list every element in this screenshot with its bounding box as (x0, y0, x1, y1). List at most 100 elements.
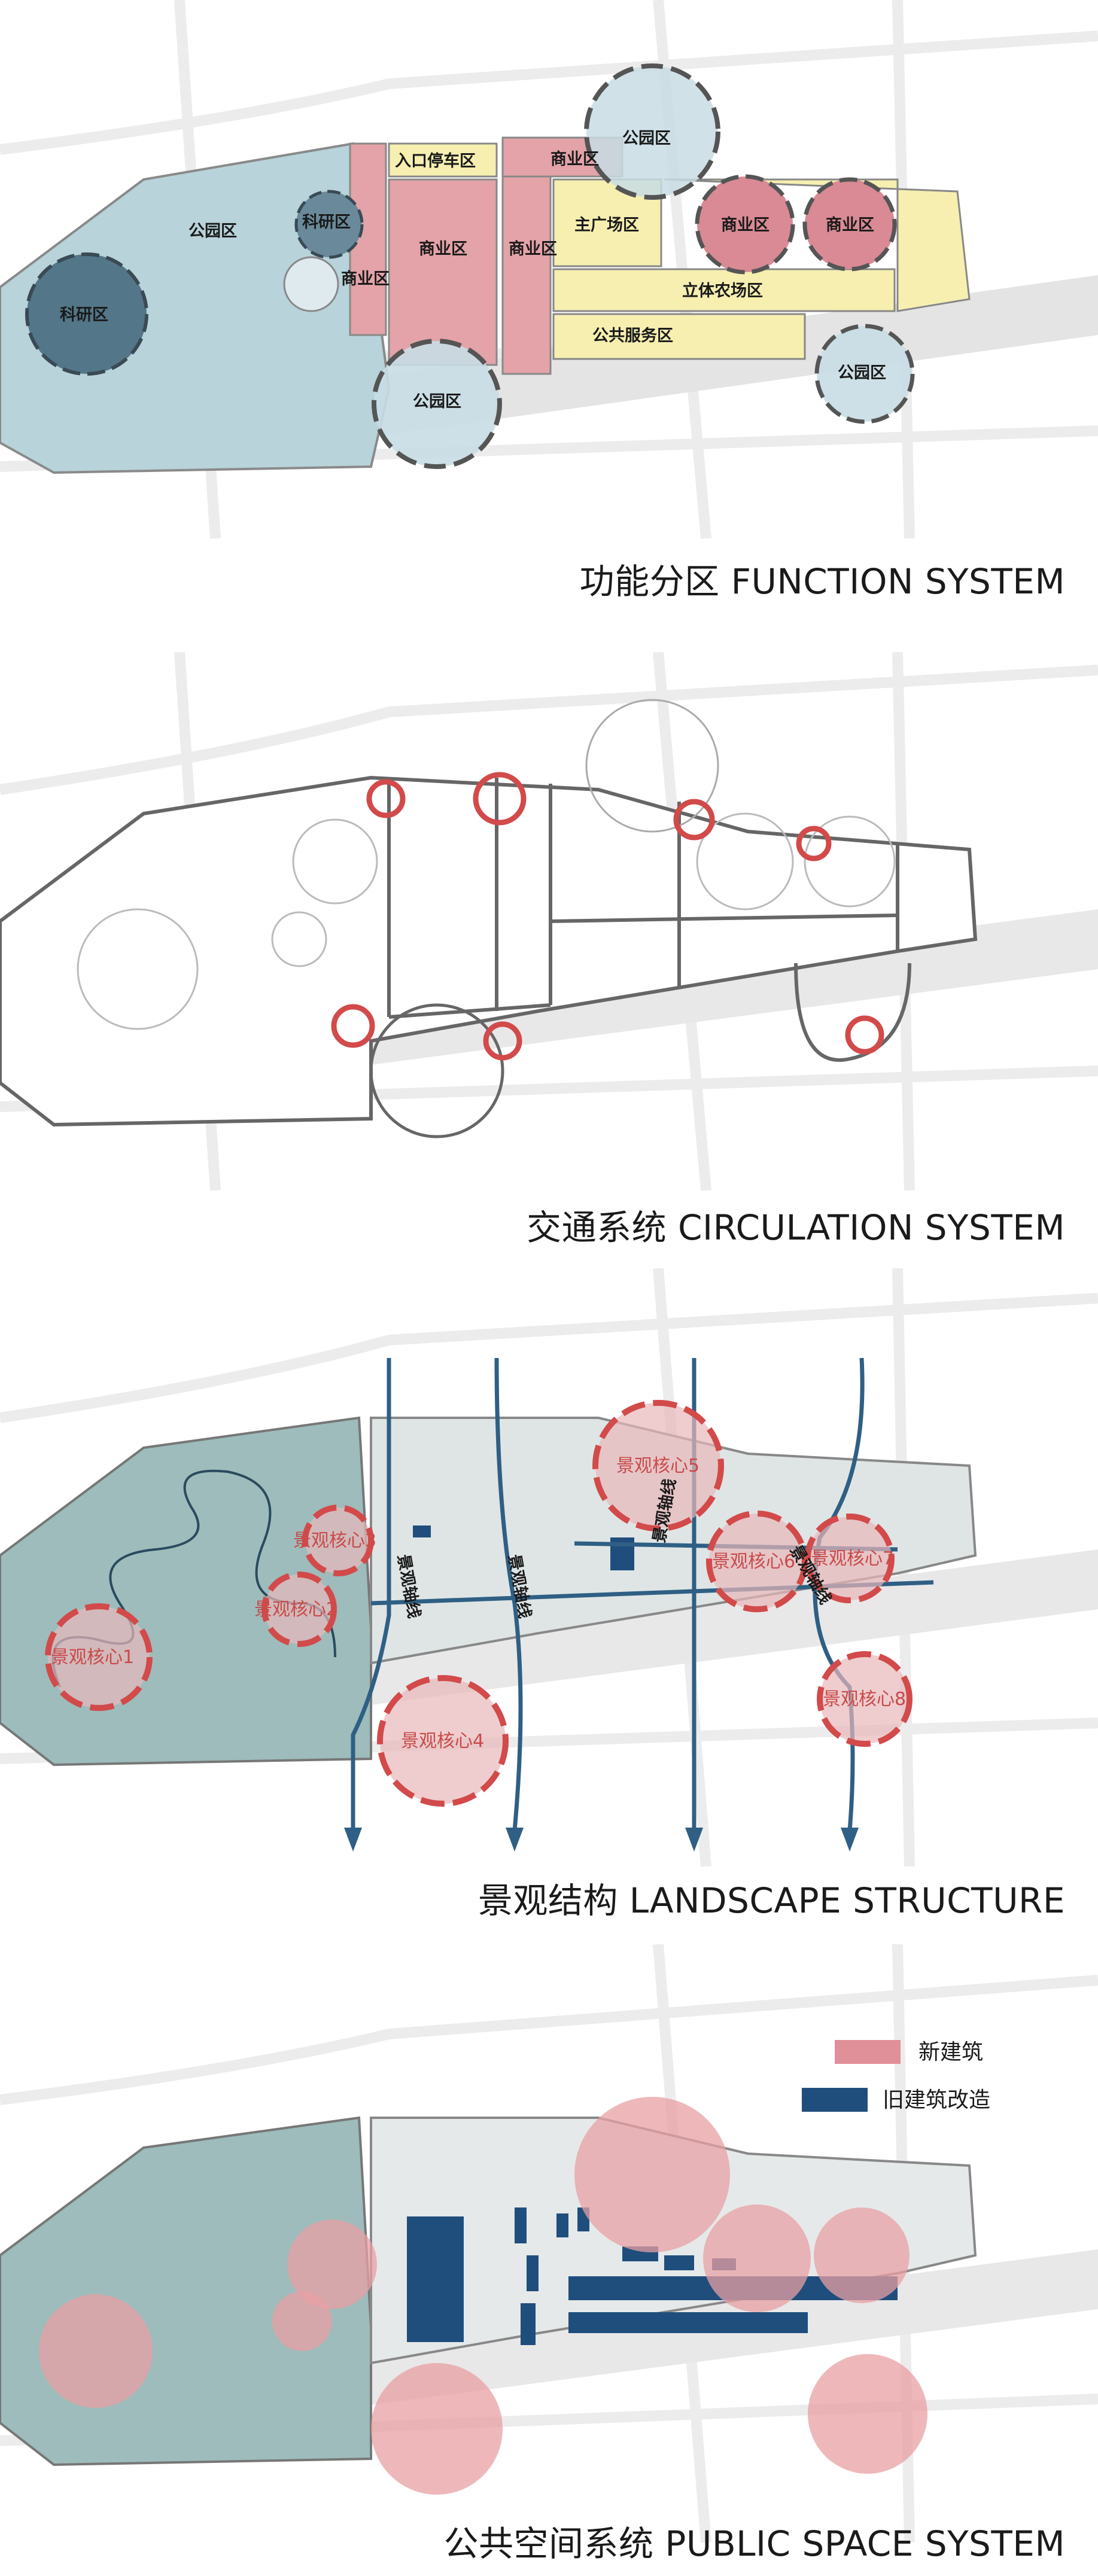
label-core-7: 景观核心7 (811, 1548, 894, 1569)
new-building-circle (287, 2219, 377, 2309)
label-research-main: 科研区 (60, 306, 108, 324)
label-entrance-parking: 入口停车区 (395, 151, 476, 170)
old-building (407, 2216, 464, 2342)
new-building-circle (272, 2291, 332, 2351)
old-building (515, 2207, 527, 2243)
label-commercial-circle1: 商业区 (721, 216, 769, 235)
core-circle-6 (706, 1511, 808, 1612)
core-circle-3 (302, 1505, 374, 1576)
core-circle-8 (817, 1651, 913, 1747)
new-building-circle (808, 2354, 927, 2474)
core-circle-2 (261, 1572, 337, 1647)
label-core-2: 景观核心2 (254, 1599, 337, 1620)
old-building (521, 2303, 536, 2345)
label-core-4: 景观核心4 (401, 1731, 484, 1752)
caption-function-system: 功能分区 FUNCTION SYSTEM (579, 561, 1065, 602)
research-circle-outline (77, 908, 199, 1030)
old-building (664, 2255, 694, 2270)
circulation-system-panel: 交通系统 CIRCULATION SYSTEM (0, 652, 1098, 1268)
axis-arrow (344, 1828, 362, 1852)
commercial-zone-mid (501, 175, 552, 375)
old-building (527, 2255, 539, 2291)
commercial-circle-2 (802, 177, 897, 272)
entrance-marker (673, 799, 715, 841)
landscape-structure-map: 景观核心1 景观核心2 景观核心3 景观核心4 景观核心5 景观核心6 景观核心… (0, 1268, 1098, 1867)
caption-public-space-system: 公共空间系统 PUBLIC SPACE SYSTEM (443, 2523, 1065, 2564)
label-park-main: 公园区 (188, 222, 237, 240)
interior-roads (387, 778, 911, 1062)
new-building-circle (574, 2097, 730, 2252)
axis-arrow (685, 1828, 703, 1852)
label-park-top-circle: 公园区 (622, 129, 671, 148)
entrance-marker (331, 1004, 375, 1048)
vertical-farm-zone (552, 268, 896, 312)
entrance-markers (331, 772, 884, 1061)
label-research-circle: 科研区 (302, 213, 351, 232)
entrance-marker (796, 826, 832, 861)
commercial-zone-center (388, 178, 498, 366)
public-space-map: 新建筑 旧建筑改造 (0, 1944, 1098, 2543)
park-bottom-circle (372, 339, 502, 469)
park-circle-outline (369, 1003, 504, 1138)
label-commercial-small: 商业区 (341, 270, 390, 288)
legend-swatch-old (802, 2088, 868, 2112)
public-space-panel: 新建筑 旧建筑改造 公共空间系统 PUBLIC (0, 1944, 1098, 2576)
core-circle-1 (45, 1603, 153, 1711)
top-circle-outline (585, 699, 719, 833)
legend-label-old: 旧建筑改造 (883, 2088, 990, 2112)
entrance-marker (483, 1021, 522, 1061)
new-building-circle (703, 2204, 811, 2312)
caption-landscape-structure: 景观结构 LANDSCAPE STRUCTURE (477, 1880, 1065, 1921)
axis-arrowheads (344, 1828, 859, 1852)
park-top-circle (584, 63, 720, 200)
legend-swatch-new (835, 2040, 901, 2064)
landscape-cores (45, 1400, 913, 1807)
landscape-axes (351, 1357, 934, 1831)
ring-circle-outline (271, 911, 327, 967)
label-commercial-center: 商业区 (419, 240, 467, 258)
site-outline (0, 775, 978, 1127)
label-core-8: 景观核心8 (823, 1689, 906, 1710)
axis-arrow (506, 1828, 524, 1852)
park-ring-circle (283, 256, 339, 312)
label-commercial-circle2: 商业区 (826, 216, 874, 235)
label-commercial-mid: 商业区 (509, 240, 557, 258)
railway-band (323, 1549, 1098, 1705)
core-circle-7 (805, 1514, 895, 1603)
park-right-circle (814, 324, 915, 424)
legend-label-new: 新建筑 (918, 2040, 983, 2065)
new-building-circle (39, 2294, 153, 2408)
research-small-circle (294, 190, 364, 259)
function-system-map: 公园区 科研区 科研区 商业区 入口停车区 商业区 公园区 商业区 商业区 主广… (0, 0, 1098, 539)
label-public-service: 公共服务区 (592, 327, 673, 345)
label-commercial-top: 商业区 (550, 150, 599, 169)
entrance-marker (366, 779, 406, 818)
label-park-right-circle: 公园区 (838, 364, 886, 382)
old-building (413, 1525, 431, 1537)
axis-arrow (841, 1828, 859, 1852)
new-building-circle (371, 2363, 503, 2495)
old-building (568, 2312, 808, 2333)
commercial-circle-1 (695, 174, 795, 275)
core-circle-5 (592, 1400, 724, 1531)
public-service-zone (552, 313, 806, 360)
function-system-panel: 公园区 科研区 科研区 商业区 入口停车区 商业区 公园区 商业区 商业区 主广… (0, 0, 1098, 652)
label-park-bottom-circle: 公园区 (413, 392, 461, 411)
label-core-5: 景观核心5 (616, 1456, 699, 1476)
landscape-structure-panel: 景观核心1 景观核心2 景观核心3 景观核心4 景观核心5 景观核心6 景观核心… (0, 1268, 1098, 1944)
new-buildings (39, 2097, 927, 2495)
entrance-parking-zone (388, 142, 498, 178)
label-main-square: 主广场区 (574, 216, 639, 235)
core-circle-4 (377, 1675, 509, 1807)
label-core-6: 景观核心6 (712, 1551, 795, 1572)
old-building (556, 2213, 568, 2237)
entrance-marker (473, 772, 527, 826)
label-core-1: 景观核心1 (51, 1647, 134, 1668)
circulation-system-map (0, 652, 1098, 1191)
east-yellow-zone (664, 178, 971, 312)
label-core-3: 景观核心3 (293, 1530, 376, 1551)
east-circle-outline-1 (696, 812, 794, 911)
caption-circulation-system: 交通系统 CIRCULATION SYSTEM (527, 1207, 1065, 1248)
new-building-circle (814, 2207, 910, 2303)
east-circle-outline-2 (804, 815, 896, 908)
